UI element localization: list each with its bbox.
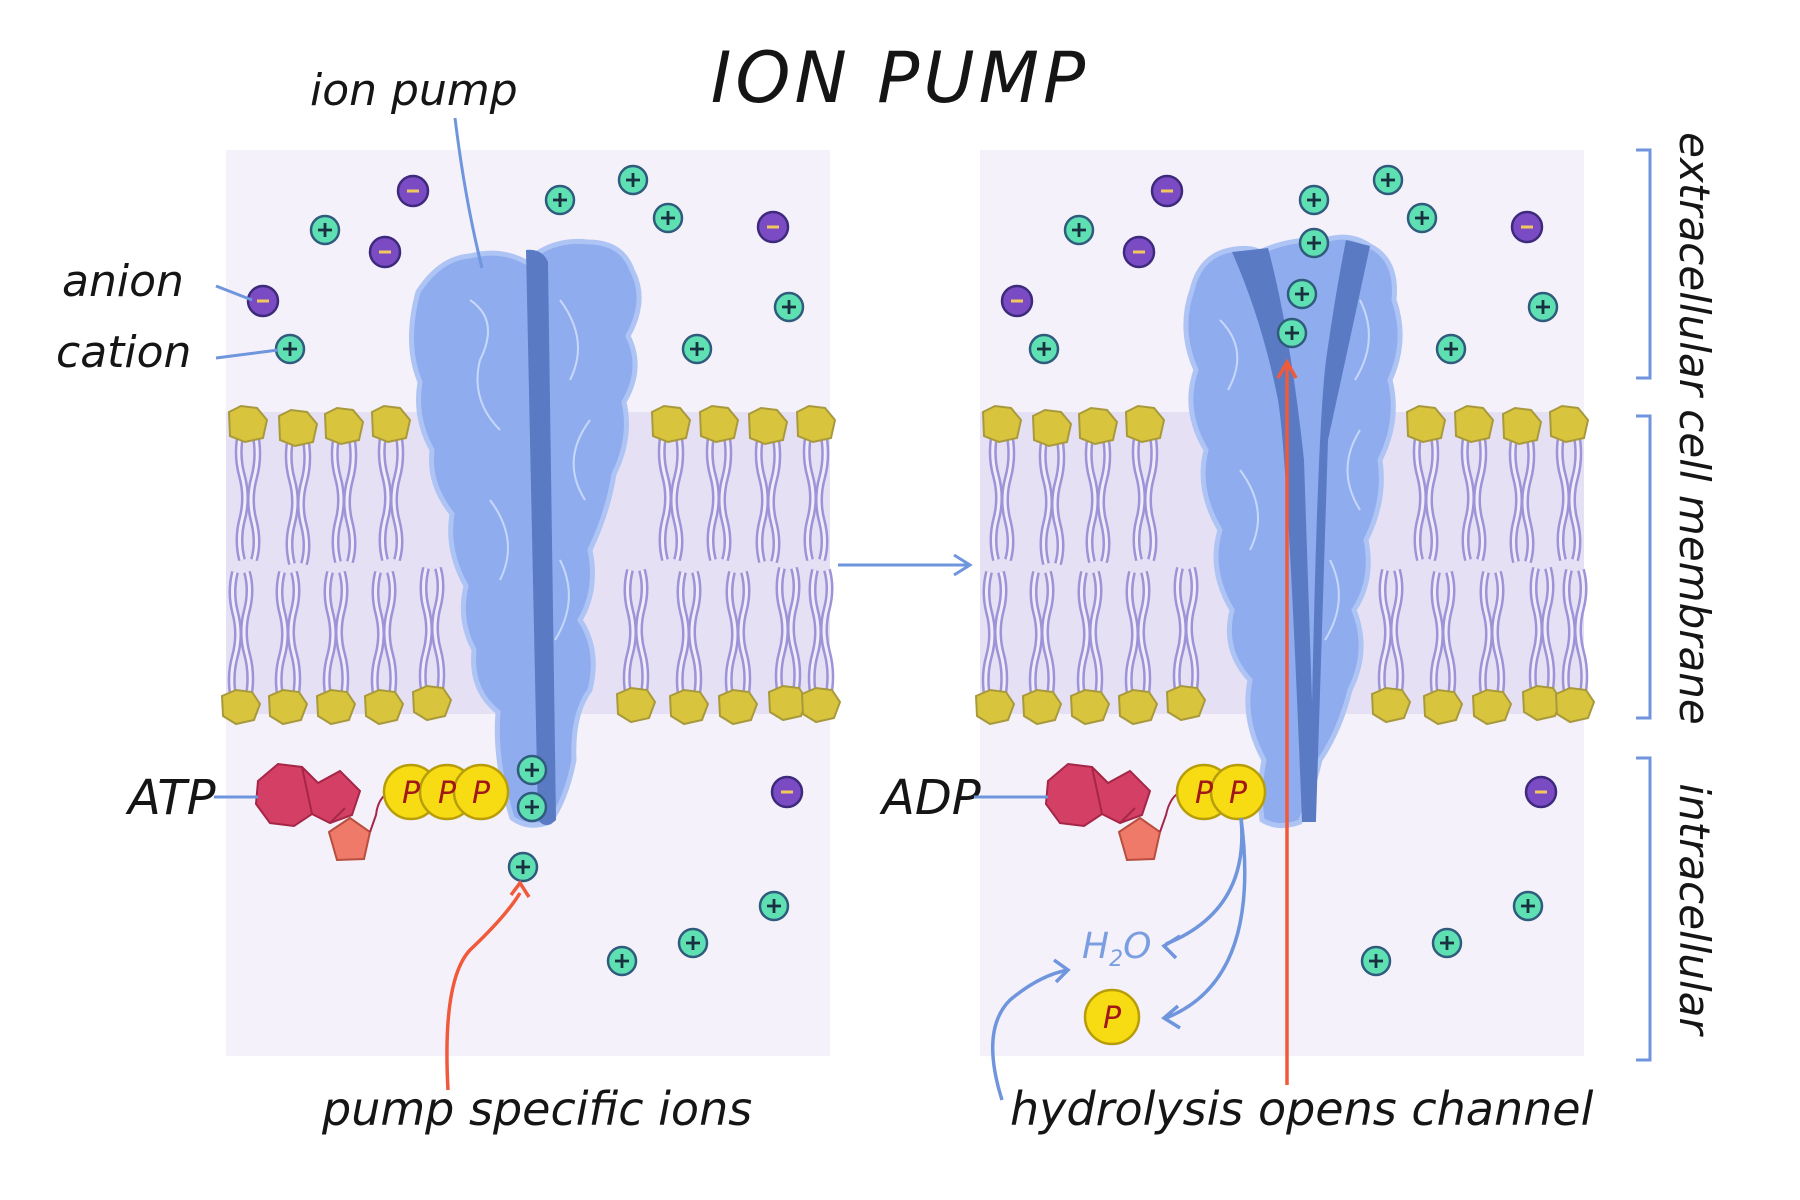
atp-label: ATP bbox=[125, 770, 216, 826]
cation-icon bbox=[1360, 945, 1392, 977]
anion-icon bbox=[756, 210, 790, 244]
cation-icon bbox=[1527, 291, 1559, 323]
cation-icon bbox=[617, 164, 649, 196]
adp-molecule: P P bbox=[1044, 762, 1267, 862]
anion-icon bbox=[368, 235, 402, 269]
left-panel: P P P bbox=[222, 150, 840, 1091]
cation-icon bbox=[606, 945, 638, 977]
phosphate-label: P bbox=[1103, 1001, 1122, 1036]
cation-icon bbox=[1372, 164, 1404, 196]
phosphate-label: P bbox=[472, 776, 491, 811]
cation-leader-line bbox=[215, 348, 279, 360]
diagram-title: ION PUMP bbox=[711, 37, 1089, 119]
cation-icon bbox=[1276, 317, 1308, 349]
anion-icon bbox=[1510, 210, 1544, 244]
anion-icon bbox=[770, 775, 804, 809]
free-phosphate: P bbox=[1083, 988, 1141, 1046]
anion-icon bbox=[1122, 235, 1156, 269]
hydrolysis-label-arrow bbox=[990, 968, 1069, 1101]
phosphate-label: P bbox=[438, 776, 457, 811]
anion-leader-line bbox=[215, 284, 253, 302]
cation-icon bbox=[516, 791, 548, 823]
ribose-icon bbox=[327, 816, 372, 862]
cation-icon bbox=[652, 202, 684, 234]
transition-arrow bbox=[838, 553, 973, 577]
anion-icon bbox=[246, 284, 280, 318]
cation-icon bbox=[1431, 927, 1463, 959]
right-ion-pump-protein bbox=[1183, 234, 1403, 828]
left-ion-pump-protein bbox=[409, 238, 642, 828]
cation-icon bbox=[681, 333, 713, 365]
phosphate-icon bbox=[1083, 988, 1141, 1046]
pump-arrow-left bbox=[445, 892, 522, 1091]
cation-icon bbox=[1298, 227, 1330, 259]
cation-icon bbox=[1286, 278, 1318, 310]
svg-text:H2O: H2O bbox=[1082, 926, 1151, 972]
cation-icon bbox=[544, 184, 576, 216]
phosphate-label: P bbox=[1229, 776, 1248, 811]
anion-icon bbox=[1524, 775, 1558, 809]
intracellular-label: intracellular bbox=[1670, 783, 1719, 1037]
ion-pump-label: ion pump bbox=[310, 65, 518, 116]
phosphate-icon bbox=[1209, 763, 1267, 821]
cation-icon bbox=[1512, 890, 1544, 922]
adp-label: ADP bbox=[879, 770, 981, 826]
cation-icon bbox=[1028, 333, 1060, 365]
cation-icon bbox=[309, 214, 341, 246]
hydrolysis-arrow-phosphate bbox=[1165, 817, 1247, 1020]
ribose-icon bbox=[1117, 816, 1162, 862]
cation-label: cation bbox=[56, 327, 191, 378]
cation-icon bbox=[274, 333, 306, 365]
cell-membrane-label: cell membrane bbox=[1670, 409, 1719, 724]
cation-icon bbox=[1435, 333, 1467, 365]
cation-icon bbox=[758, 890, 790, 922]
phosphate-label: P bbox=[402, 776, 421, 811]
anion-icon bbox=[1150, 174, 1184, 208]
anion-icon bbox=[396, 174, 430, 208]
cation-icon bbox=[516, 754, 548, 786]
anion-label: anion bbox=[62, 256, 184, 307]
extracellular-label: extracellular bbox=[1670, 132, 1719, 398]
phosphate-icon bbox=[452, 763, 510, 821]
hydrolysis-opens-channel-label: hydrolysis opens channel bbox=[1010, 1082, 1594, 1136]
cation-icon bbox=[1063, 214, 1095, 246]
water-subscript: 2 bbox=[1109, 947, 1123, 972]
cation-icon bbox=[507, 851, 539, 883]
cation-icon bbox=[773, 291, 805, 323]
phosphate-label: P bbox=[1195, 776, 1214, 811]
cation-icon bbox=[1406, 202, 1438, 234]
cation-icon bbox=[1298, 184, 1330, 216]
region-brackets bbox=[1636, 148, 1652, 1062]
water-h: H bbox=[1082, 926, 1109, 967]
water-molecule: H2O bbox=[1082, 926, 1151, 972]
ion-pump-leader-line bbox=[453, 117, 484, 269]
right-panel: P P H2O P bbox=[976, 150, 1594, 1101]
atp-molecule: P P P bbox=[254, 762, 510, 862]
water-o: O bbox=[1123, 926, 1151, 967]
pump-specific-ions-label: pump specific ions bbox=[321, 1082, 752, 1136]
cation-icon bbox=[677, 927, 709, 959]
anion-icon bbox=[1000, 284, 1034, 318]
